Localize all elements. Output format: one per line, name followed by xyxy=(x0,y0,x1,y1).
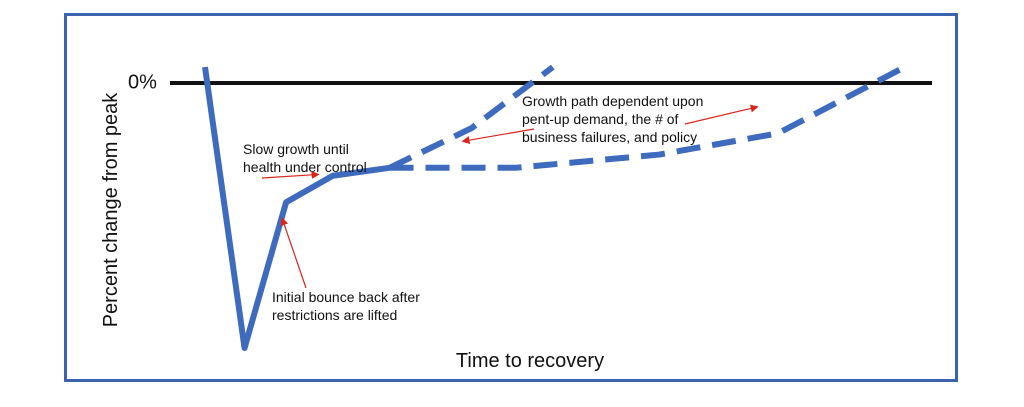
annotation-line: restrictions are lifted xyxy=(272,307,397,323)
annotation-arrow xyxy=(684,104,759,125)
annotation-line: health under control xyxy=(243,159,367,175)
series-line-1 xyxy=(202,66,390,351)
annotation-arrow xyxy=(461,128,535,145)
annotation-line: pent-up demand, the # of xyxy=(522,111,679,127)
annotation-text-3: Growth path dependent upon pent-up demand… xyxy=(522,93,703,145)
x-axis-label: Time to recovery xyxy=(456,350,604,372)
annotation-line: business failures, and policy xyxy=(522,129,697,145)
zero-label: 0% xyxy=(128,71,157,93)
annotation-line: Initial bounce back after xyxy=(272,289,420,305)
annotation-text-2: Initial bounce back after restrictions ar… xyxy=(272,289,420,323)
series-line-2 xyxy=(388,64,555,171)
annotation-arrow xyxy=(261,170,320,179)
annotation-arrow xyxy=(280,217,307,289)
annotation-text-1: Slow growth until health under control xyxy=(243,141,367,175)
annotation-line: Growth path dependent upon xyxy=(522,93,703,109)
y-axis-label: Percent change from peak xyxy=(100,92,122,328)
annotation-layer: Slow growth until health under controlIni… xyxy=(243,93,759,323)
series-layer xyxy=(202,64,907,351)
series-line-3 xyxy=(389,64,907,171)
chart-frame xyxy=(64,13,958,382)
annotation-line: Slow growth until xyxy=(243,141,349,157)
